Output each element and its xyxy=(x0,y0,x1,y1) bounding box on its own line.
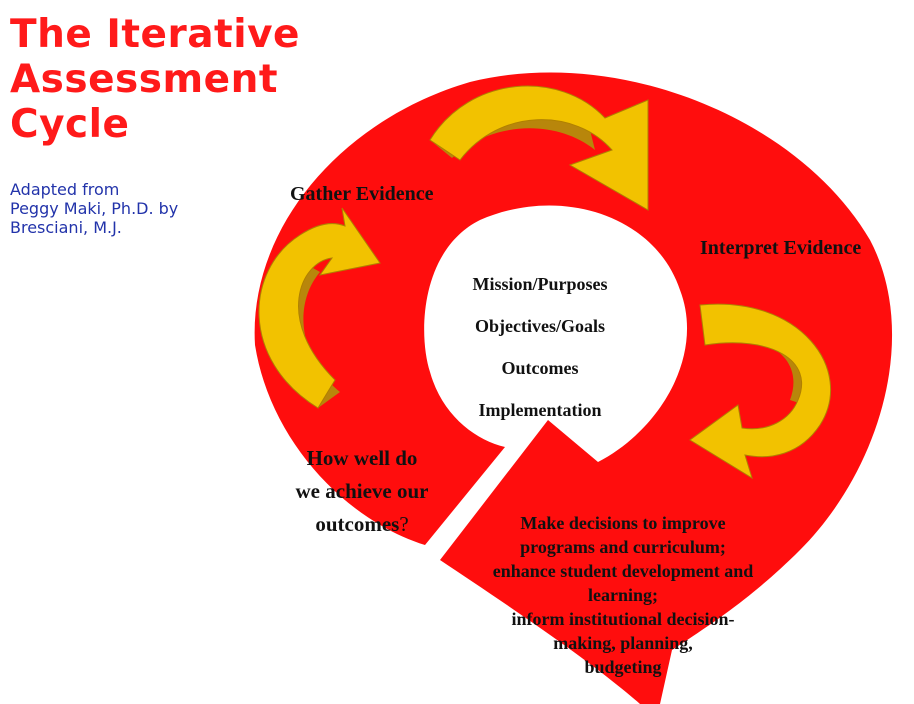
question-line: we achieve our xyxy=(295,479,429,503)
slide-title: The Iterative Assessment Cycle xyxy=(10,12,300,147)
center-item: Mission/Purposes xyxy=(472,274,608,294)
question-text: outcomes xyxy=(315,512,400,536)
credit-line: Adapted from xyxy=(10,180,120,199)
credit-text: Adapted from Peggy Maki, Ph.D. by Bresci… xyxy=(10,180,178,237)
title-line: Assessment xyxy=(10,57,278,102)
decisions-line: Make decisions to improve xyxy=(520,513,726,533)
question-line: outcomes? xyxy=(262,508,462,541)
decisions-text: Make decisions to improve programs and c… xyxy=(440,511,806,679)
center-item: Implementation xyxy=(478,400,602,420)
center-items: Mission/Purposes Objectives/Goals Outcom… xyxy=(440,270,640,438)
center-item: Objectives/Goals xyxy=(475,316,605,336)
outcome-question: How well do we achieve our outcomes? xyxy=(262,442,462,541)
credit-line: Peggy Maki, Ph.D. by xyxy=(10,199,179,218)
left-cycle-arrow xyxy=(258,207,381,409)
center-item: Outcomes xyxy=(501,358,579,378)
title-line: The Iterative xyxy=(10,12,300,57)
top-cycle-arrow xyxy=(429,85,649,211)
decisions-line: learning; xyxy=(588,585,658,605)
right-cycle-arrow xyxy=(689,303,831,480)
interpret-evidence-label: Interpret Evidence xyxy=(700,237,862,259)
title-line: Cycle xyxy=(10,102,130,147)
decisions-line: inform institutional decision- xyxy=(511,609,735,629)
question-line: How well do xyxy=(306,446,418,470)
decisions-line: programs and curriculum; xyxy=(520,537,726,557)
credit-line: Bresciani, M.J. xyxy=(10,218,122,237)
question-mark: ? xyxy=(399,512,409,536)
decisions-line: budgeting xyxy=(584,657,662,677)
decisions-line: making, planning, xyxy=(553,633,693,653)
red-cycle-ring xyxy=(254,72,893,704)
gather-evidence-label: Gather Evidence xyxy=(290,183,434,205)
decisions-line: enhance student development and xyxy=(492,561,754,581)
